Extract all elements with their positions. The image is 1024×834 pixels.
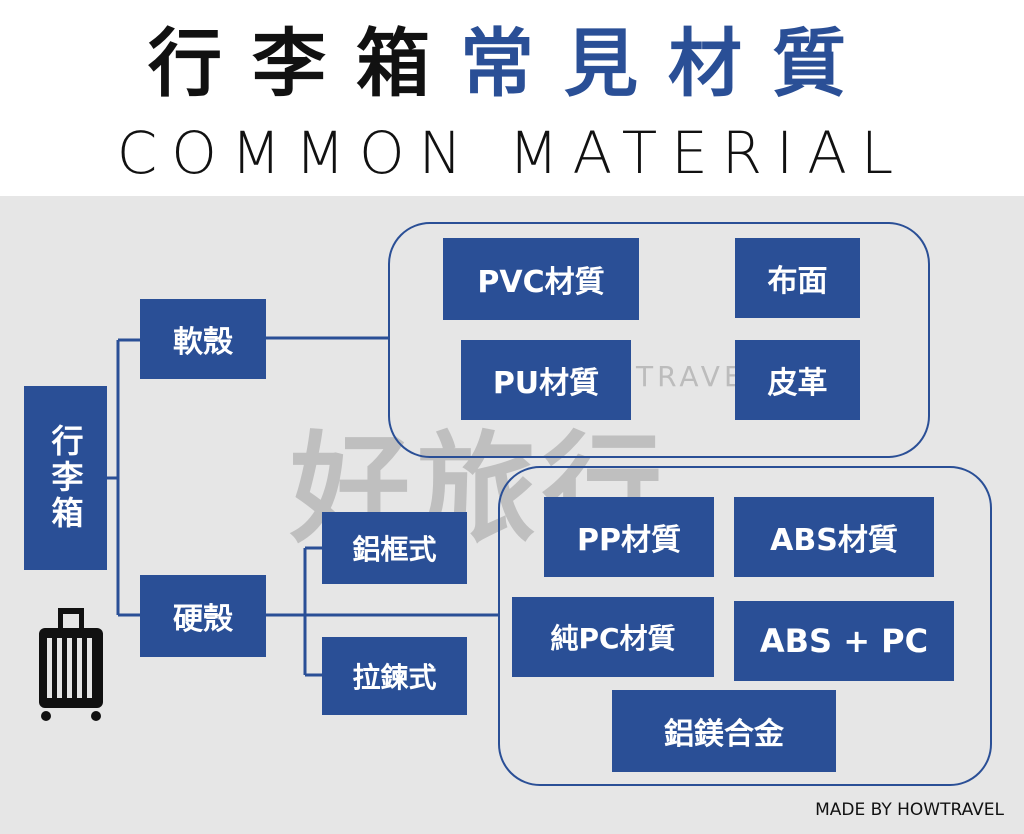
material-aluminum-magnesium: 鋁鎂合金 [612,690,836,772]
title-part-2: 常見材質 [460,21,876,107]
material-abs: ABS材質 [734,497,934,577]
credit-text: MADE BY HOWTRAVEL [815,800,1004,820]
root-node: 行李箱 [24,386,107,570]
title-chinese: 行李箱常見材質 [0,14,1024,114]
hard-materials-group [498,466,992,786]
zipper-node: 拉鍊式 [322,637,467,715]
aluminum-frame-node: 鋁框式 [322,512,467,584]
material-pp: PP材質 [544,497,714,577]
material-pu: PU材質 [461,340,631,420]
soft-materials-group [388,222,930,458]
material-pvc: PVC材質 [443,238,639,320]
material-abs-pc: ABS + PC [734,601,954,681]
title-part-1: 行李箱 [148,21,460,107]
material-leather: 皮革 [735,340,860,420]
material-fabric: 布面 [735,238,860,318]
title-english: COMMON MATERIAL [116,119,908,187]
luggage-icon [39,608,103,721]
material-pure-pc: 純PC材質 [512,597,714,677]
hard-shell-node: 硬殼 [140,575,266,657]
soft-shell-node: 軟殼 [140,299,266,379]
